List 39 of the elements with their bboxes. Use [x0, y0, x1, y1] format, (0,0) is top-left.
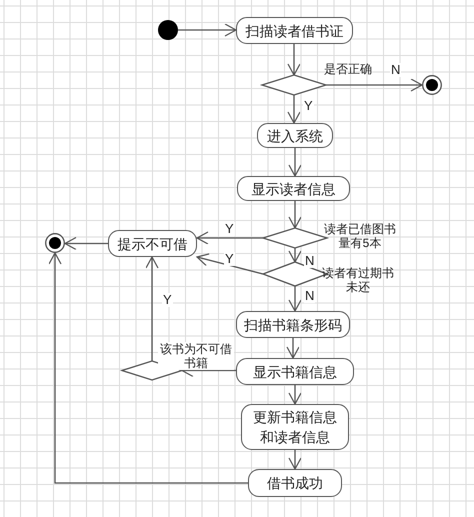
edge-label: N [390, 63, 402, 77]
arrow [196, 231, 263, 245]
arrow [288, 248, 302, 263]
arrow [288, 450, 302, 470]
arrow [48, 252, 248, 484]
arrow [288, 201, 302, 229]
arrow [286, 338, 300, 359]
arrow [64, 236, 108, 250]
condition-label: 读者有过期书未还 [321, 266, 395, 294]
edge-label: Y [224, 222, 235, 236]
end-node [45, 233, 65, 253]
arrow [288, 286, 302, 312]
arrow [287, 95, 301, 124]
edge-label: Y [162, 293, 173, 307]
arrow [196, 253, 264, 275]
condition-label: 读者已借图书量有5本 [323, 222, 397, 250]
activity-box: 更新书籍信息和读者信息 [241, 404, 349, 450]
activity-box: 提示不可借 [108, 230, 197, 257]
end-node [422, 75, 442, 95]
arrow [288, 148, 302, 177]
edge-label: N [304, 289, 316, 303]
start-node [158, 20, 178, 40]
activity-box: 扫描读者借书证 [236, 17, 353, 44]
arrow [178, 23, 237, 37]
edge-label: 该书为不可借书籍 [158, 342, 234, 370]
decision-diamond [262, 75, 326, 95]
edge-label: Y [303, 99, 314, 113]
arrow [326, 78, 423, 92]
activity-box: 借书成功 [248, 469, 342, 497]
activity-box: 显示书籍信息 [236, 358, 354, 385]
edge-label: Y [224, 252, 235, 266]
arrow [287, 44, 301, 76]
edge-label: N [304, 254, 316, 268]
arrow [145, 256, 159, 361]
condition-label: 是否正确 [323, 62, 373, 76]
arrow [288, 385, 302, 405]
activity-box: 扫描书籍条形码 [236, 311, 350, 338]
activity-box: 显示读者信息 [237, 176, 350, 201]
activity-box: 进入系统 [257, 123, 333, 148]
